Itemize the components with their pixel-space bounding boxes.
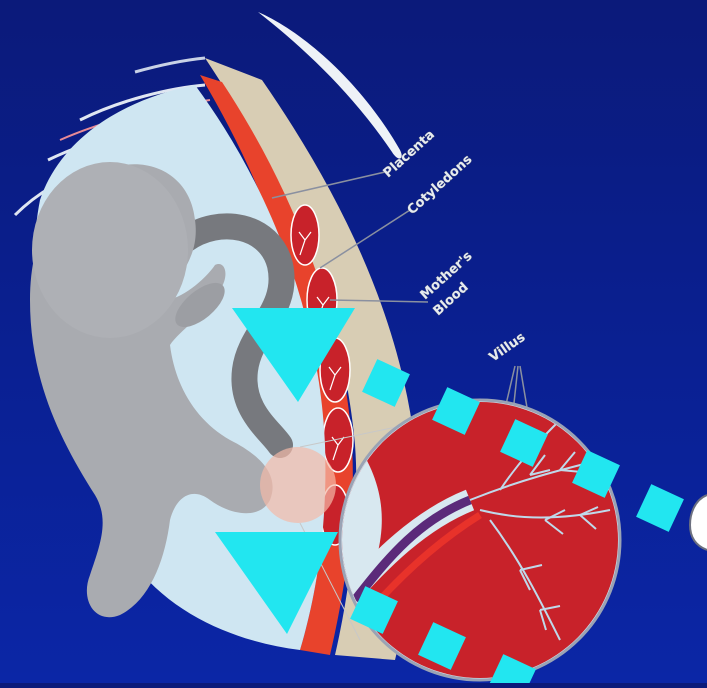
edge-circle <box>690 495 707 550</box>
highlight-region <box>260 447 336 523</box>
fetus-head <box>32 162 188 338</box>
label-cotyledons: Cotyledons <box>405 152 476 218</box>
label-villus: Villus <box>487 330 529 365</box>
